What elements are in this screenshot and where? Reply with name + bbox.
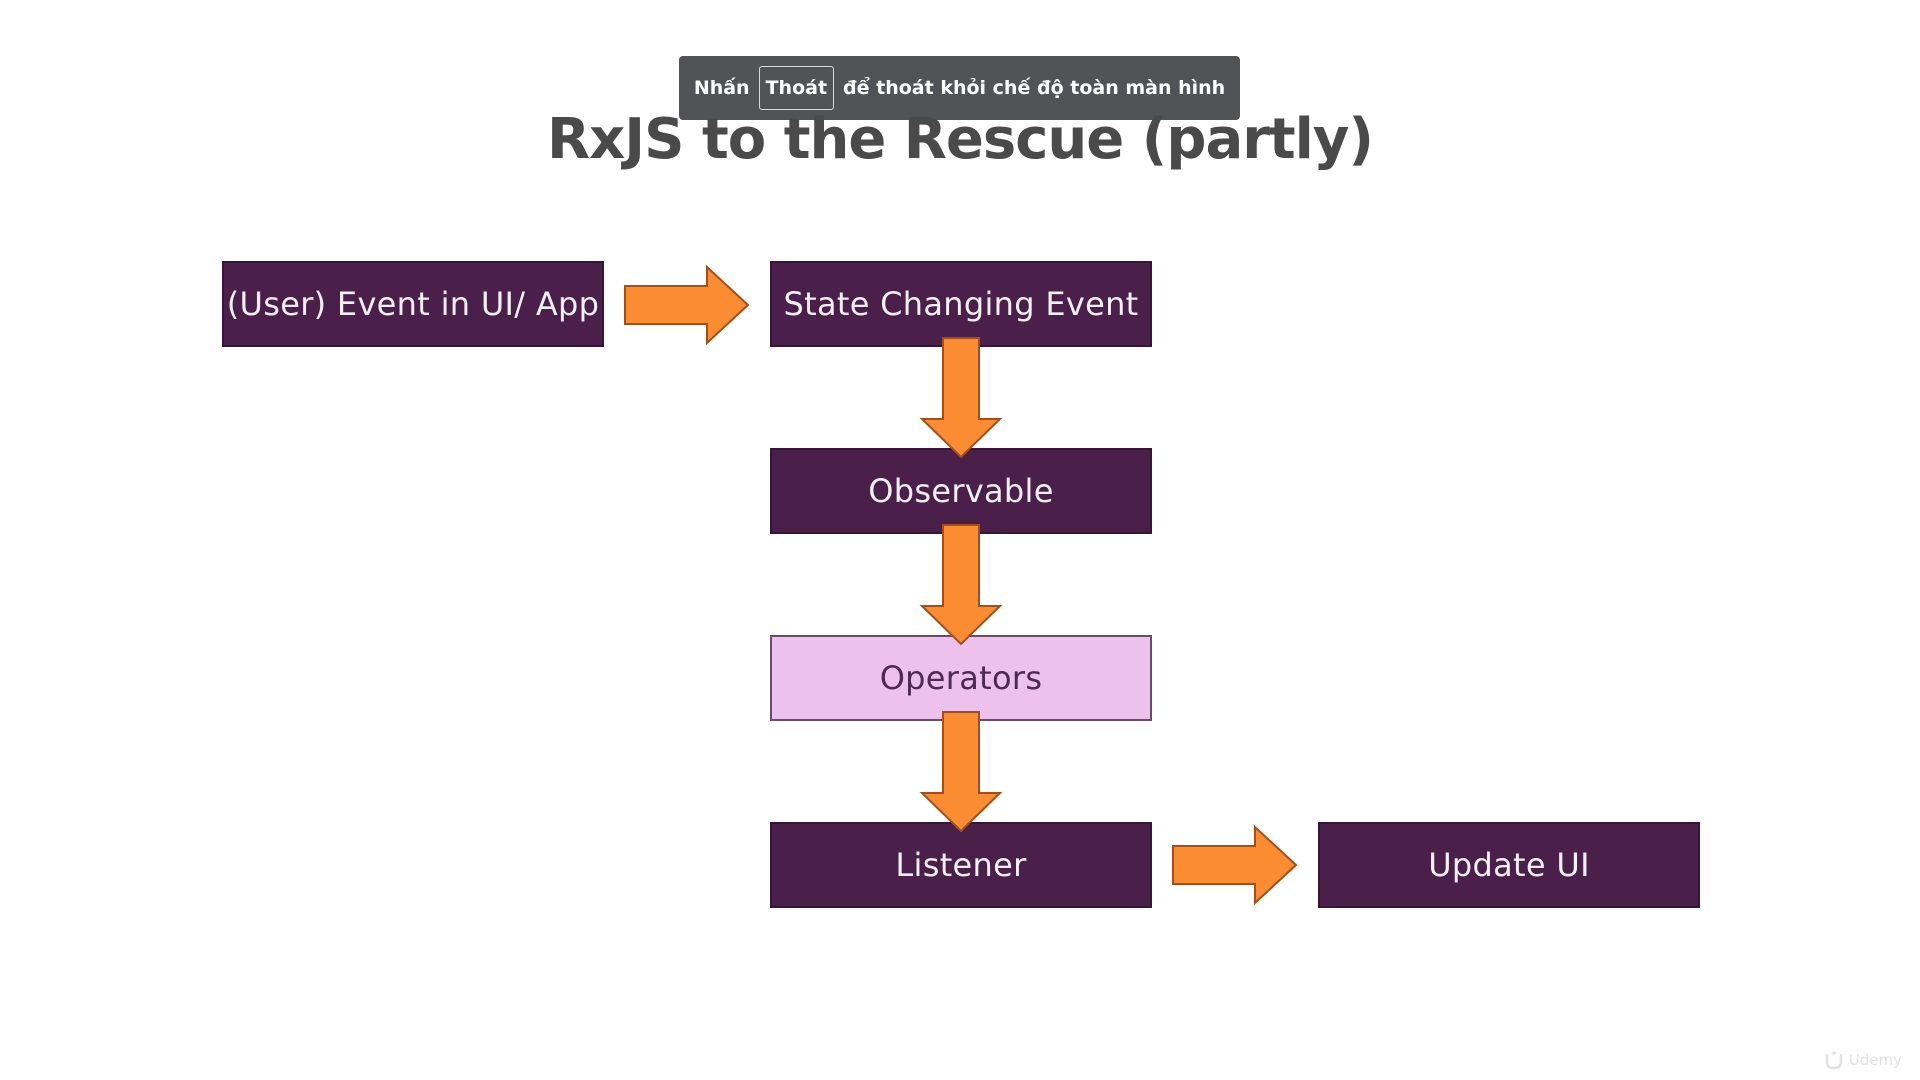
node-operators: Operators <box>770 635 1152 721</box>
arrow-right-icon <box>624 264 750 346</box>
arrow-down-icon <box>919 711 1003 833</box>
udemy-logo-icon <box>1825 1051 1843 1070</box>
watermark-text: Udemy <box>1848 1051 1902 1069</box>
arrow-right-icon <box>1172 824 1298 906</box>
node-label: State Changing Event <box>783 285 1139 323</box>
node-label: (User) Event in UI/ App <box>226 285 600 323</box>
fullscreen-exit-notification: Nhấn Thoát để thoát khỏi chế độ toàn màn… <box>679 56 1240 120</box>
node-label: Listener <box>895 846 1027 884</box>
node-label: Observable <box>868 472 1054 510</box>
node-user-event: (User) Event in UI/ App <box>222 261 604 347</box>
node-observable: Observable <box>770 448 1152 534</box>
arrow-down-icon <box>919 524 1003 646</box>
node-label: Operators <box>879 659 1043 697</box>
node-listener: Listener <box>770 822 1152 908</box>
node-label: Update UI <box>1428 846 1590 884</box>
fullscreen-suffix-text: để thoát khỏi chế độ toàn màn hình <box>843 77 1226 99</box>
arrow-down-icon <box>919 337 1003 459</box>
node-state-changing-event: State Changing Event <box>770 261 1152 347</box>
node-update-ui: Update UI <box>1318 822 1700 908</box>
udemy-watermark: Udemy <box>1823 1050 1902 1070</box>
fullscreen-prefix-text: Nhấn <box>693 77 750 99</box>
escape-key-badge: Thoát <box>758 66 835 110</box>
